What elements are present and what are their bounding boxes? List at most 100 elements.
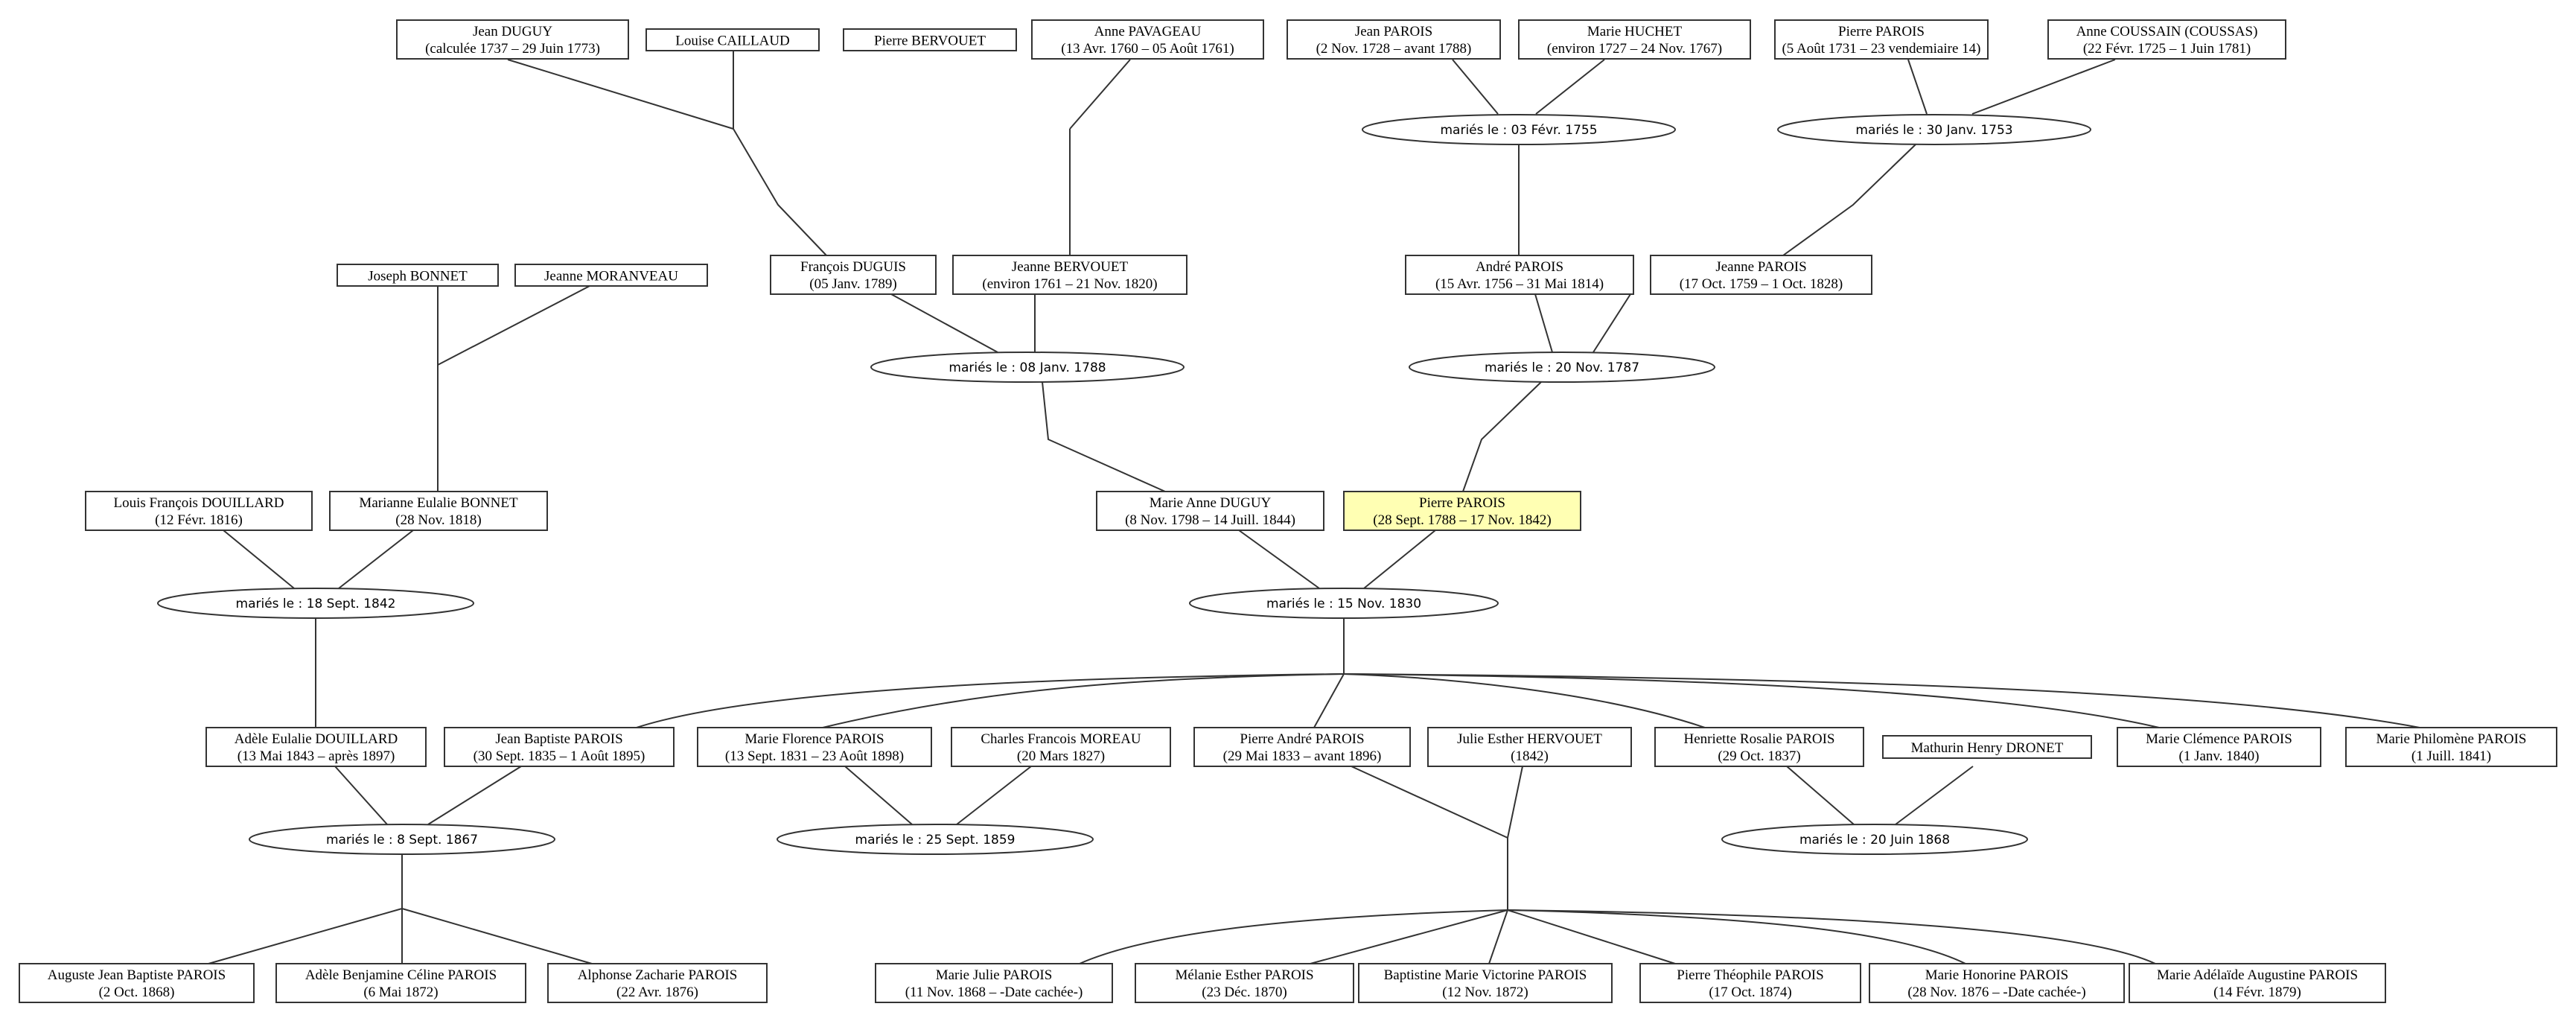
person-name: Charles Francois MOREAU [981, 731, 1141, 747]
person-dates: (environ 1761 – 21 Nov. 1820) [982, 276, 1157, 292]
person-name: Anne COUSSAIN (COUSSAS) [2076, 24, 2258, 39]
marriage-node-m-1787[interactable]: mariés le : 20 Nov. 1787 [1409, 352, 1715, 383]
person-box-frame [205, 727, 427, 767]
person-box-louise-caillaud[interactable]: Louise CAILLAUD [645, 28, 820, 51]
person-box-jeanne-moranveau[interactable]: Jeanne MORANVEAU [514, 264, 708, 287]
person-box-frame [1287, 19, 1501, 60]
connector-line [401, 908, 593, 964]
person-box-jean-duguy[interactable]: Jean DUGUY(calculée 1737 – 29 Juin 1773) [396, 19, 629, 60]
person-box-pierre-theophile-parois[interactable]: Pierre Théophile PAROIS (17 Oct. 1874) [1639, 963, 1861, 1003]
marriage-node-m-1788[interactable]: mariés le : 08 Janv. 1788 [870, 352, 1185, 383]
person-box-frame [1193, 727, 1411, 767]
person-box-anne-pavageau[interactable]: Anne PAVAGEAU(13 Avr. 1760 – 05 Août 176… [1031, 19, 1264, 60]
person-box-jean-parois[interactable]: Jean PAROIS (2 Nov. 1728 – avant 1788) [1287, 19, 1501, 60]
person-name: Louise CAILLAUD [675, 34, 790, 49]
person-box-henriette-parois[interactable]: Henriette Rosalie PAROIS(29 Oct. 1837) [1654, 727, 1864, 767]
person-name: Pierre PAROIS [1419, 495, 1505, 511]
person-box-jeanne-parois[interactable]: Jeanne PAROIS(17 Oct. 1759 – 1 Oct. 1828… [1650, 255, 1872, 295]
connector-line [733, 128, 827, 256]
person-dates: (2 Nov. 1728 – avant 1788) [1316, 41, 1472, 57]
person-box-frame [2129, 963, 2386, 1003]
marriage-node-m-1755[interactable]: mariés le : 03 Févr. 1755 [1362, 114, 1676, 145]
person-box-frame [85, 491, 313, 531]
marriage-node-m-1842[interactable]: mariés le : 18 Sept. 1842 [157, 588, 474, 619]
person-box-marie-anne-duguy[interactable]: Marie Anne DUGUY(8 Nov. 1798 – 14 Juill.… [1096, 491, 1324, 531]
connector-line [890, 293, 998, 353]
person-box-marie-philomene-parois[interactable]: Marie Philomène PAROIS(1 Juill. 1841) [2345, 727, 2557, 767]
person-box-mathurin-dronet[interactable]: Mathurin Henry DRONET [1882, 735, 2092, 759]
connector-line [1507, 909, 1966, 964]
person-box-frame [2345, 727, 2557, 767]
person-box-frame [951, 727, 1171, 767]
marriage-ellipse [249, 824, 555, 855]
person-box-baptistine-parois[interactable]: Baptistine Marie Victorine PAROIS(12 Nov… [1358, 963, 1613, 1003]
person-box-joseph-bonnet[interactable]: Joseph BONNET [337, 264, 499, 287]
person-dates: (30 Sept. 1835 – 1 Août 1895) [474, 748, 645, 764]
person-box-frame [1869, 963, 2125, 1003]
person-box-adele-douillard[interactable]: Adèle Eulalie DOUILLARD(13 Mai 1843 – ap… [205, 727, 427, 767]
person-box-louis-douillard[interactable]: Louis François DOUILLARD(12 Févr. 1816) [85, 491, 313, 531]
marriage-node-m-1753[interactable]: mariés le : 30 Janv. 1753 [1777, 114, 2091, 145]
person-box-frame [275, 963, 526, 1003]
person-box-julie-hervouet[interactable]: Julie Esther HERVOUET(1842) [1427, 727, 1632, 767]
person-name: Marie Adélaïde Augustine PAROIS [2157, 967, 2358, 983]
person-box-frame [2117, 727, 2321, 767]
person-dates: (2 Oct. 1868) [99, 985, 175, 1000]
person-box-jeanne-bervouet[interactable]: Jeanne BERVOUET(environ 1761 – 21 Nov. 1… [952, 255, 1187, 295]
connector-line [338, 530, 414, 589]
person-dates: (14 Févr. 1879) [2213, 985, 2301, 1000]
person-box-francois-duguis[interactable]: François DUGUIS(05 Janv. 1789) [770, 255, 937, 295]
person-box-alphonse-parois[interactable]: Alphonse Zacharie PAROIS(22 Avr. 1876) [547, 963, 768, 1003]
person-box-adele-benjamine-parois[interactable]: Adèle Benjamine Céline PAROIS(6 Mai 1872… [275, 963, 526, 1003]
marriage-label: mariés le : 25 Sept. 1859 [855, 833, 1016, 847]
person-name: Pierre Théophile PAROIS [1677, 967, 1823, 983]
marriage-label: mariés le : 8 Sept. 1867 [326, 833, 478, 847]
person-box-frame [1405, 255, 1634, 295]
person-box-frame [1518, 19, 1751, 60]
person-box-marie-honorine-parois[interactable]: Marie Honorine PAROIS(28 Nov. 1876 – -Da… [1869, 963, 2125, 1003]
person-box-marie-adelaide-parois[interactable]: Marie Adélaïde Augustine PAROIS (14 Févr.… [2129, 963, 2386, 1003]
person-box-jean-baptiste-parois[interactable]: Jean Baptiste PAROIS(30 Sept. 1835 – 1 A… [444, 727, 675, 767]
person-dates: (17 Oct. 1874) [1709, 985, 1791, 1000]
person-box-marianne-bonnet[interactable]: Marianne Eulalie BONNET(28 Nov. 1818) [329, 491, 548, 531]
person-box-pierre-andre-parois[interactable]: Pierre André PAROIS(29 Mai 1833 – avant … [1193, 727, 1411, 767]
connector-line [1343, 673, 1706, 728]
person-box-frame [396, 19, 629, 60]
marriage-ellipse [870, 352, 1185, 383]
person-box-frame [645, 28, 820, 51]
person-box-marie-julie-parois[interactable]: Marie Julie PAROIS(11 Nov. 1868 – -Date … [875, 963, 1113, 1003]
marriage-ellipse [1409, 352, 1715, 383]
connector-line [956, 766, 1032, 825]
person-box-charles-moreau[interactable]: Charles Francois MOREAU(20 Mars 1827) [951, 727, 1171, 767]
person-dates: (12 Nov. 1872) [1442, 985, 1528, 1000]
person-box-frame [1427, 727, 1632, 767]
person-name: André PAROIS [1476, 259, 1563, 275]
person-name: Marie Anne DUGUY [1150, 495, 1272, 511]
person-name: Jean PAROIS [1355, 24, 1432, 39]
person-dates: (1 Juill. 1841) [2411, 748, 2491, 764]
marriage-node-m-1859[interactable]: mariés le : 25 Sept. 1859 [777, 824, 1094, 855]
person-name: Mathurin Henry DRONET [1911, 740, 2064, 756]
marriage-node-m-1830[interactable]: mariés le : 15 Nov. 1830 [1189, 588, 1499, 619]
person-box-marie-florence-parois[interactable]: Marie Florence PAROIS(13 Sept. 1831 – 23… [697, 727, 932, 767]
person-box-anne-coussain[interactable]: Anne COUSSAIN (COUSSAS)(22 Févr. 1725 – … [2047, 19, 2286, 60]
person-box-pierre-bervouet[interactable]: Pierre BERVOUET [843, 28, 1017, 51]
person-box-andre-parois[interactable]: André PAROIS(15 Avr. 1756 – 31 Mai 1814) [1405, 255, 1634, 295]
person-box-pierre-parois-1731[interactable]: Pierre PAROIS(5 Août 1731 – 23 vendemiai… [1774, 19, 1989, 60]
person-box-marie-huchet[interactable]: Marie HUCHET(environ 1727 – 24 Nov. 1767… [1518, 19, 1751, 60]
connector-line [1042, 381, 1166, 492]
person-box-auguste-parois[interactable]: Auguste Jean Baptiste PAROIS(2 Oct. 1868… [19, 963, 255, 1003]
connector-line [1534, 293, 1553, 353]
person-box-pierre-parois-1788[interactable]: Pierre PAROIS(28 Sept. 1788 – 17 Nov. 18… [1343, 491, 1581, 531]
person-dates: (28 Nov. 1876 – -Date cachée-) [1907, 985, 2085, 1000]
marriage-node-m-1868[interactable]: mariés le : 20 Juin 1868 [1721, 824, 2028, 855]
person-box-melanie-parois[interactable]: Mélanie Esther PAROIS(23 Déc. 1870) [1135, 963, 1354, 1003]
person-box-marie-clemence-parois[interactable]: Marie Clémence PAROIS(1 Janv. 1840) [2117, 727, 2321, 767]
connector-line [1971, 59, 2116, 115]
connector-line [223, 530, 295, 589]
marriage-node-m-1867[interactable]: mariés le : 8 Sept. 1867 [249, 824, 555, 855]
connector-line [1462, 381, 1542, 492]
person-name: Jean DUGUY [473, 24, 552, 39]
person-name: Alphonse Zacharie PAROIS [578, 967, 738, 983]
